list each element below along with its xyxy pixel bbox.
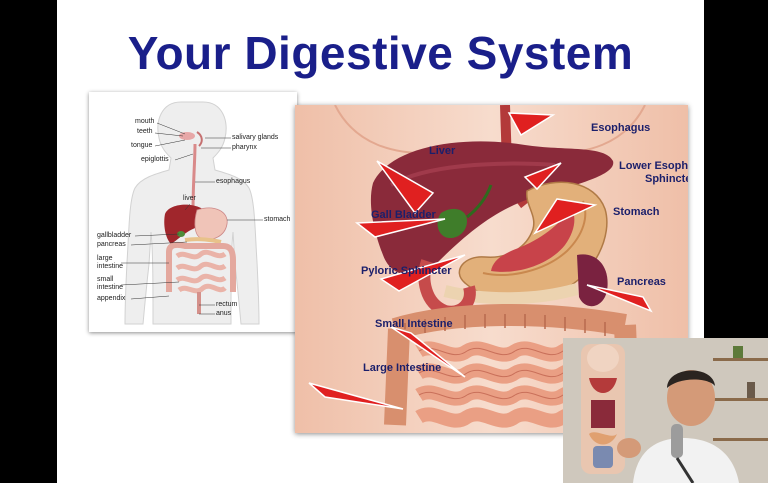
arrow-callouts — [308, 112, 653, 410]
arrow-gall-bladder — [354, 218, 446, 238]
arrow-liver — [376, 160, 435, 215]
label-liver-callout: Liver — [429, 145, 456, 157]
arrow-lower-esophageal-sphincter — [523, 162, 562, 191]
label-large-intestine-callout: Large Intestine — [363, 362, 442, 374]
label-gallbladder: gallbladder — [97, 232, 132, 239]
arrow-pancreas — [586, 284, 653, 313]
arrow-stomach — [532, 198, 598, 235]
arrow-large-intestine — [308, 382, 404, 410]
label-small-intestine-callout: Small Intestine — [375, 318, 453, 330]
label-teeth: teeth — [137, 128, 153, 135]
label-pancreas: pancreas — [97, 241, 126, 248]
arrow-small-intestine — [390, 326, 466, 378]
label-lower-esophageal-sphincter-1: Lower Esophageal — [619, 160, 688, 172]
label-appendix: appendix — [97, 295, 126, 302]
label-stomach-callout: Stomach — [613, 206, 660, 218]
label-small-intestine-1: small — [97, 276, 114, 283]
label-gall-bladder-callout: Gall Bladder — [371, 209, 436, 221]
label-esophagus: esophagus — [216, 178, 251, 185]
label-salivary-glands: salivary glands — [232, 134, 279, 141]
body-outline-illustration — [120, 101, 263, 325]
label-pharynx: pharynx — [232, 144, 257, 151]
arrow-pyloric-sphincter — [379, 254, 466, 292]
presenter-video-overlay[interactable] — [563, 338, 768, 483]
label-stomach: stomach — [264, 216, 291, 223]
label-esophagus-callout: Esophagus — [591, 122, 651, 134]
label-large-intestine-2: intestine — [97, 263, 124, 270]
arrow-esophagus — [507, 112, 556, 137]
label-mouth: mouth — [135, 118, 155, 125]
label-pyloric-sphincter-callout: Pyloric Sphincter — [361, 265, 452, 277]
label-tongue: tongue — [131, 142, 153, 149]
label-lower-esophageal-sphincter-2: Sphincter — [645, 173, 688, 185]
label-anus: anus — [216, 310, 232, 317]
presenter-video-frame — [563, 338, 768, 483]
label-liver: liver — [183, 195, 196, 202]
label-epiglottis: epiglottis — [141, 156, 169, 163]
label-pancreas-callout: Pancreas — [617, 276, 666, 288]
label-large-intestine-1: large — [97, 255, 113, 262]
label-rectum: rectum — [216, 301, 238, 308]
slide-title: Your Digestive System — [127, 27, 634, 79]
labeled-digestive-diagram: mouth teeth tongue epiglottis salivary g… — [89, 92, 297, 332]
label-small-intestine-2: intestine — [97, 284, 124, 291]
